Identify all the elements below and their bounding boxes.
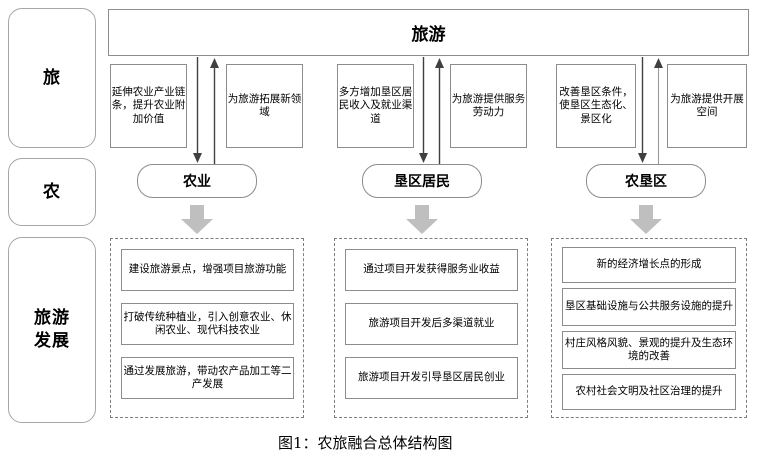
arrow-down-residents xyxy=(418,57,429,164)
desc-box-residents-down: 为旅游提供服务劳动力 xyxy=(450,64,527,148)
desc-text: 多方增加垦区居民收入及就业渠道 xyxy=(338,85,413,125)
desc-text: 为旅游拓展新领域 xyxy=(227,92,302,118)
left-label-text: 农 xyxy=(43,181,61,202)
outcome-text: 旅游项目开发引导垦区居民创业 xyxy=(358,371,505,384)
node-label: 垦区居民 xyxy=(394,174,450,190)
banner-title: 旅游 xyxy=(411,25,446,45)
outcome-item: 村庄风格风貌、景观的提升及生态环境的改善 xyxy=(562,331,736,369)
block-arrow-agriculture xyxy=(180,205,214,235)
outcome-item: 农村社会文明及社区治理的提升 xyxy=(562,374,736,410)
outcome-text: 村庄风格风貌、景观的提升及生态环境的改善 xyxy=(565,336,733,362)
outcome-item: 垦区基础设施与公共服务设施的提升 xyxy=(562,288,736,326)
outcome-item: 新的经济增长点的形成 xyxy=(562,247,736,283)
arrow-down-reclamation xyxy=(637,57,648,164)
desc-box-agriculture-down: 为旅游拓展新领域 xyxy=(226,64,303,148)
figure-caption: 图1：农旅融合总体结构图 xyxy=(278,432,453,453)
arrow-down-agriculture xyxy=(192,57,203,164)
desc-text: 为旅游提供服务劳动力 xyxy=(451,92,526,118)
block-arrow-residents xyxy=(405,205,439,235)
arrow-up-agriculture xyxy=(209,57,220,164)
outcome-text: 农村社会文明及社区治理的提升 xyxy=(575,385,723,398)
outcome-item: 旅游项目开发引导垦区居民创业 xyxy=(345,357,518,399)
desc-text: 为旅游提供开展空间 xyxy=(670,92,744,118)
outcome-text: 建设旅游景点，增强项目旅游功能 xyxy=(128,263,287,276)
node-label: 农业 xyxy=(183,174,211,190)
outcome-text: 通过发展旅游，带动农产品加工等二产发展 xyxy=(123,364,292,390)
left-label-tourism-strip: 旅 xyxy=(8,8,96,148)
left-label-text: 旅 xyxy=(43,67,61,88)
outcome-item: 打破传统种植业，引入创意农业、休闲农业、现代科技农业 xyxy=(121,303,294,345)
left-label-agriculture-strip: 农 xyxy=(8,158,96,226)
outcome-item: 通过项目开发获得服务业收益 xyxy=(345,249,518,291)
block-arrow-reclamation xyxy=(629,205,663,235)
node-residents: 垦区居民 xyxy=(362,164,482,198)
outcome-item: 建设旅游景点，增强项目旅游功能 xyxy=(121,249,294,291)
arrow-up-reclamation xyxy=(653,57,664,164)
outcome-item: 旅游项目开发后多渠道就业 xyxy=(345,303,518,345)
desc-box-reclamation-down: 为旅游提供开展空间 xyxy=(667,64,747,148)
outcome-text: 垦区基础设施与公共服务设施的提升 xyxy=(565,300,733,313)
node-reclamation-area: 农垦区 xyxy=(586,164,706,198)
left-label-text: 旅游 发展 xyxy=(34,308,70,351)
node-label: 农垦区 xyxy=(625,174,667,190)
desc-box-reclamation-up: 改善垦区条件，使垦区生态化、景区化 xyxy=(556,64,636,148)
desc-box-agriculture-up: 延伸农业产业链条，提升农业附加价值 xyxy=(110,64,187,148)
outcome-item: 通过发展旅游，带动农产品加工等二产发展 xyxy=(121,357,294,399)
arrow-up-residents xyxy=(434,57,445,164)
desc-box-residents-up: 多方增加垦区居民收入及就业渠道 xyxy=(337,64,414,148)
desc-text: 改善垦区条件，使垦区生态化、景区化 xyxy=(559,85,633,125)
outcome-text: 打破传统种植业，引入创意农业、休闲农业、现代科技农业 xyxy=(123,310,292,336)
node-agriculture: 农业 xyxy=(137,164,257,198)
desc-text: 延伸农业产业链条，提升农业附加价值 xyxy=(111,85,186,125)
outcome-text: 新的经济增长点的形成 xyxy=(596,258,702,271)
figure-caption-text: 图1：农旅融合总体结构图 xyxy=(278,434,453,452)
outcome-text: 通过项目开发获得服务业收益 xyxy=(363,263,500,276)
left-label-tourism-development-strip: 旅游 发展 xyxy=(8,237,96,423)
banner-tourism: 旅游 xyxy=(108,9,749,56)
outcome-text: 旅游项目开发后多渠道就业 xyxy=(368,317,495,330)
